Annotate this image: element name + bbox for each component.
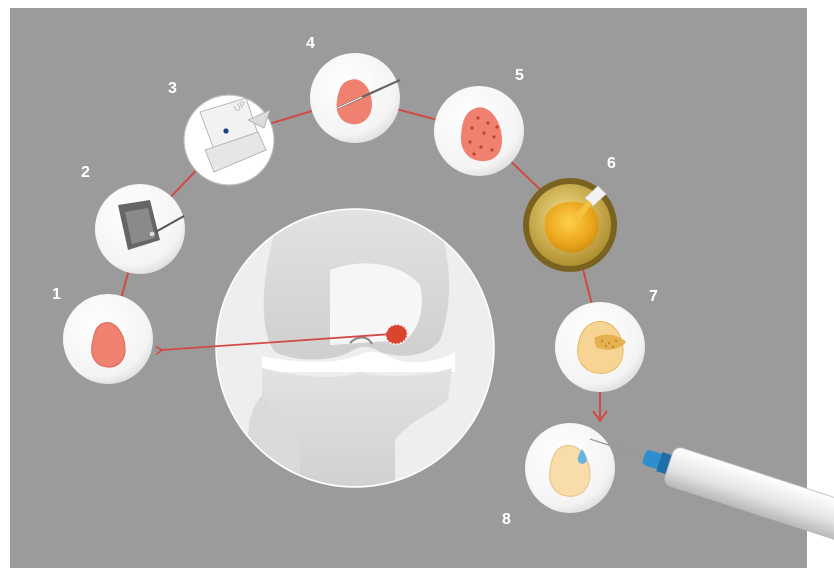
step-number-3: 3	[168, 80, 177, 97]
step-number-8: 8	[502, 511, 511, 528]
step-5	[434, 86, 524, 176]
step-2	[95, 184, 185, 274]
step-number-2: 2	[81, 164, 90, 181]
step-number-1: 1	[52, 286, 61, 303]
step-7	[555, 302, 645, 392]
step-number-7: 7	[649, 288, 658, 305]
step-1	[63, 294, 153, 384]
step-8	[525, 423, 615, 513]
step-6	[523, 178, 617, 272]
step-number-5: 5	[515, 67, 524, 84]
step-number-6: 6	[607, 155, 616, 172]
step-3: UP	[184, 95, 274, 185]
step-4	[310, 53, 400, 143]
step-number-4: 4	[306, 35, 315, 52]
